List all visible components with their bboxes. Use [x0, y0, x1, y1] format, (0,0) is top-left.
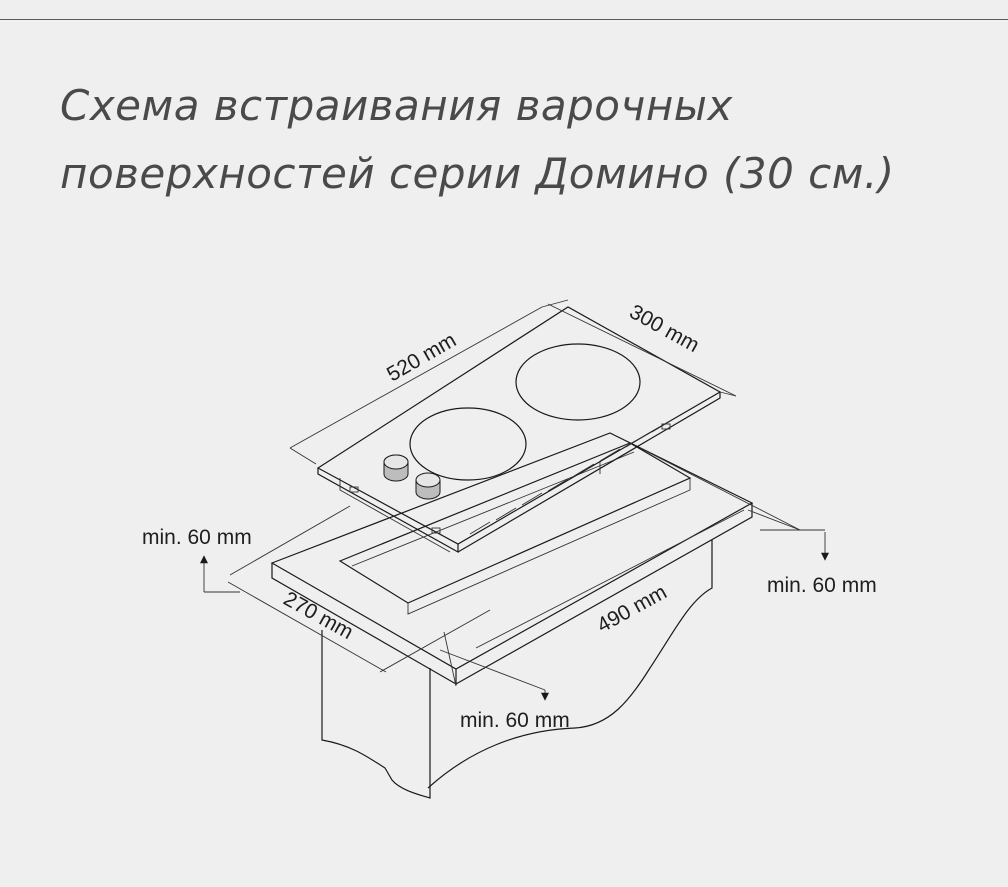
top-divider	[0, 19, 1008, 20]
title-line-2: поверхностей серии Домино (30 см.)	[60, 149, 895, 198]
label-min60-right: min. 60 mm	[767, 574, 877, 597]
label-min60-front: min. 60 mm	[460, 709, 570, 732]
knob-1-icon	[383, 454, 409, 482]
label-490mm: 490 mm	[593, 580, 670, 637]
label-270mm: 270 mm	[280, 587, 357, 644]
cabinet-body	[321, 540, 713, 799]
hob	[316, 306, 722, 554]
label-300mm: 300 mm	[626, 300, 703, 357]
label-min60-left: min. 60 mm	[142, 526, 252, 549]
burner-rear-icon	[515, 343, 641, 421]
burner-front-icon	[409, 407, 527, 481]
knob-2-icon	[415, 472, 441, 500]
cutout-dimension-lines	[199, 447, 830, 701]
hob-dimension-lines	[289, 299, 737, 465]
label-520mm: 520 mm	[383, 328, 460, 386]
title-line-1: Схема встраивания варочных	[60, 81, 733, 130]
page-title: Схема встраивания варочных поверхностей …	[60, 72, 895, 208]
countertop	[270, 432, 754, 686]
vent-slots	[469, 419, 673, 535]
